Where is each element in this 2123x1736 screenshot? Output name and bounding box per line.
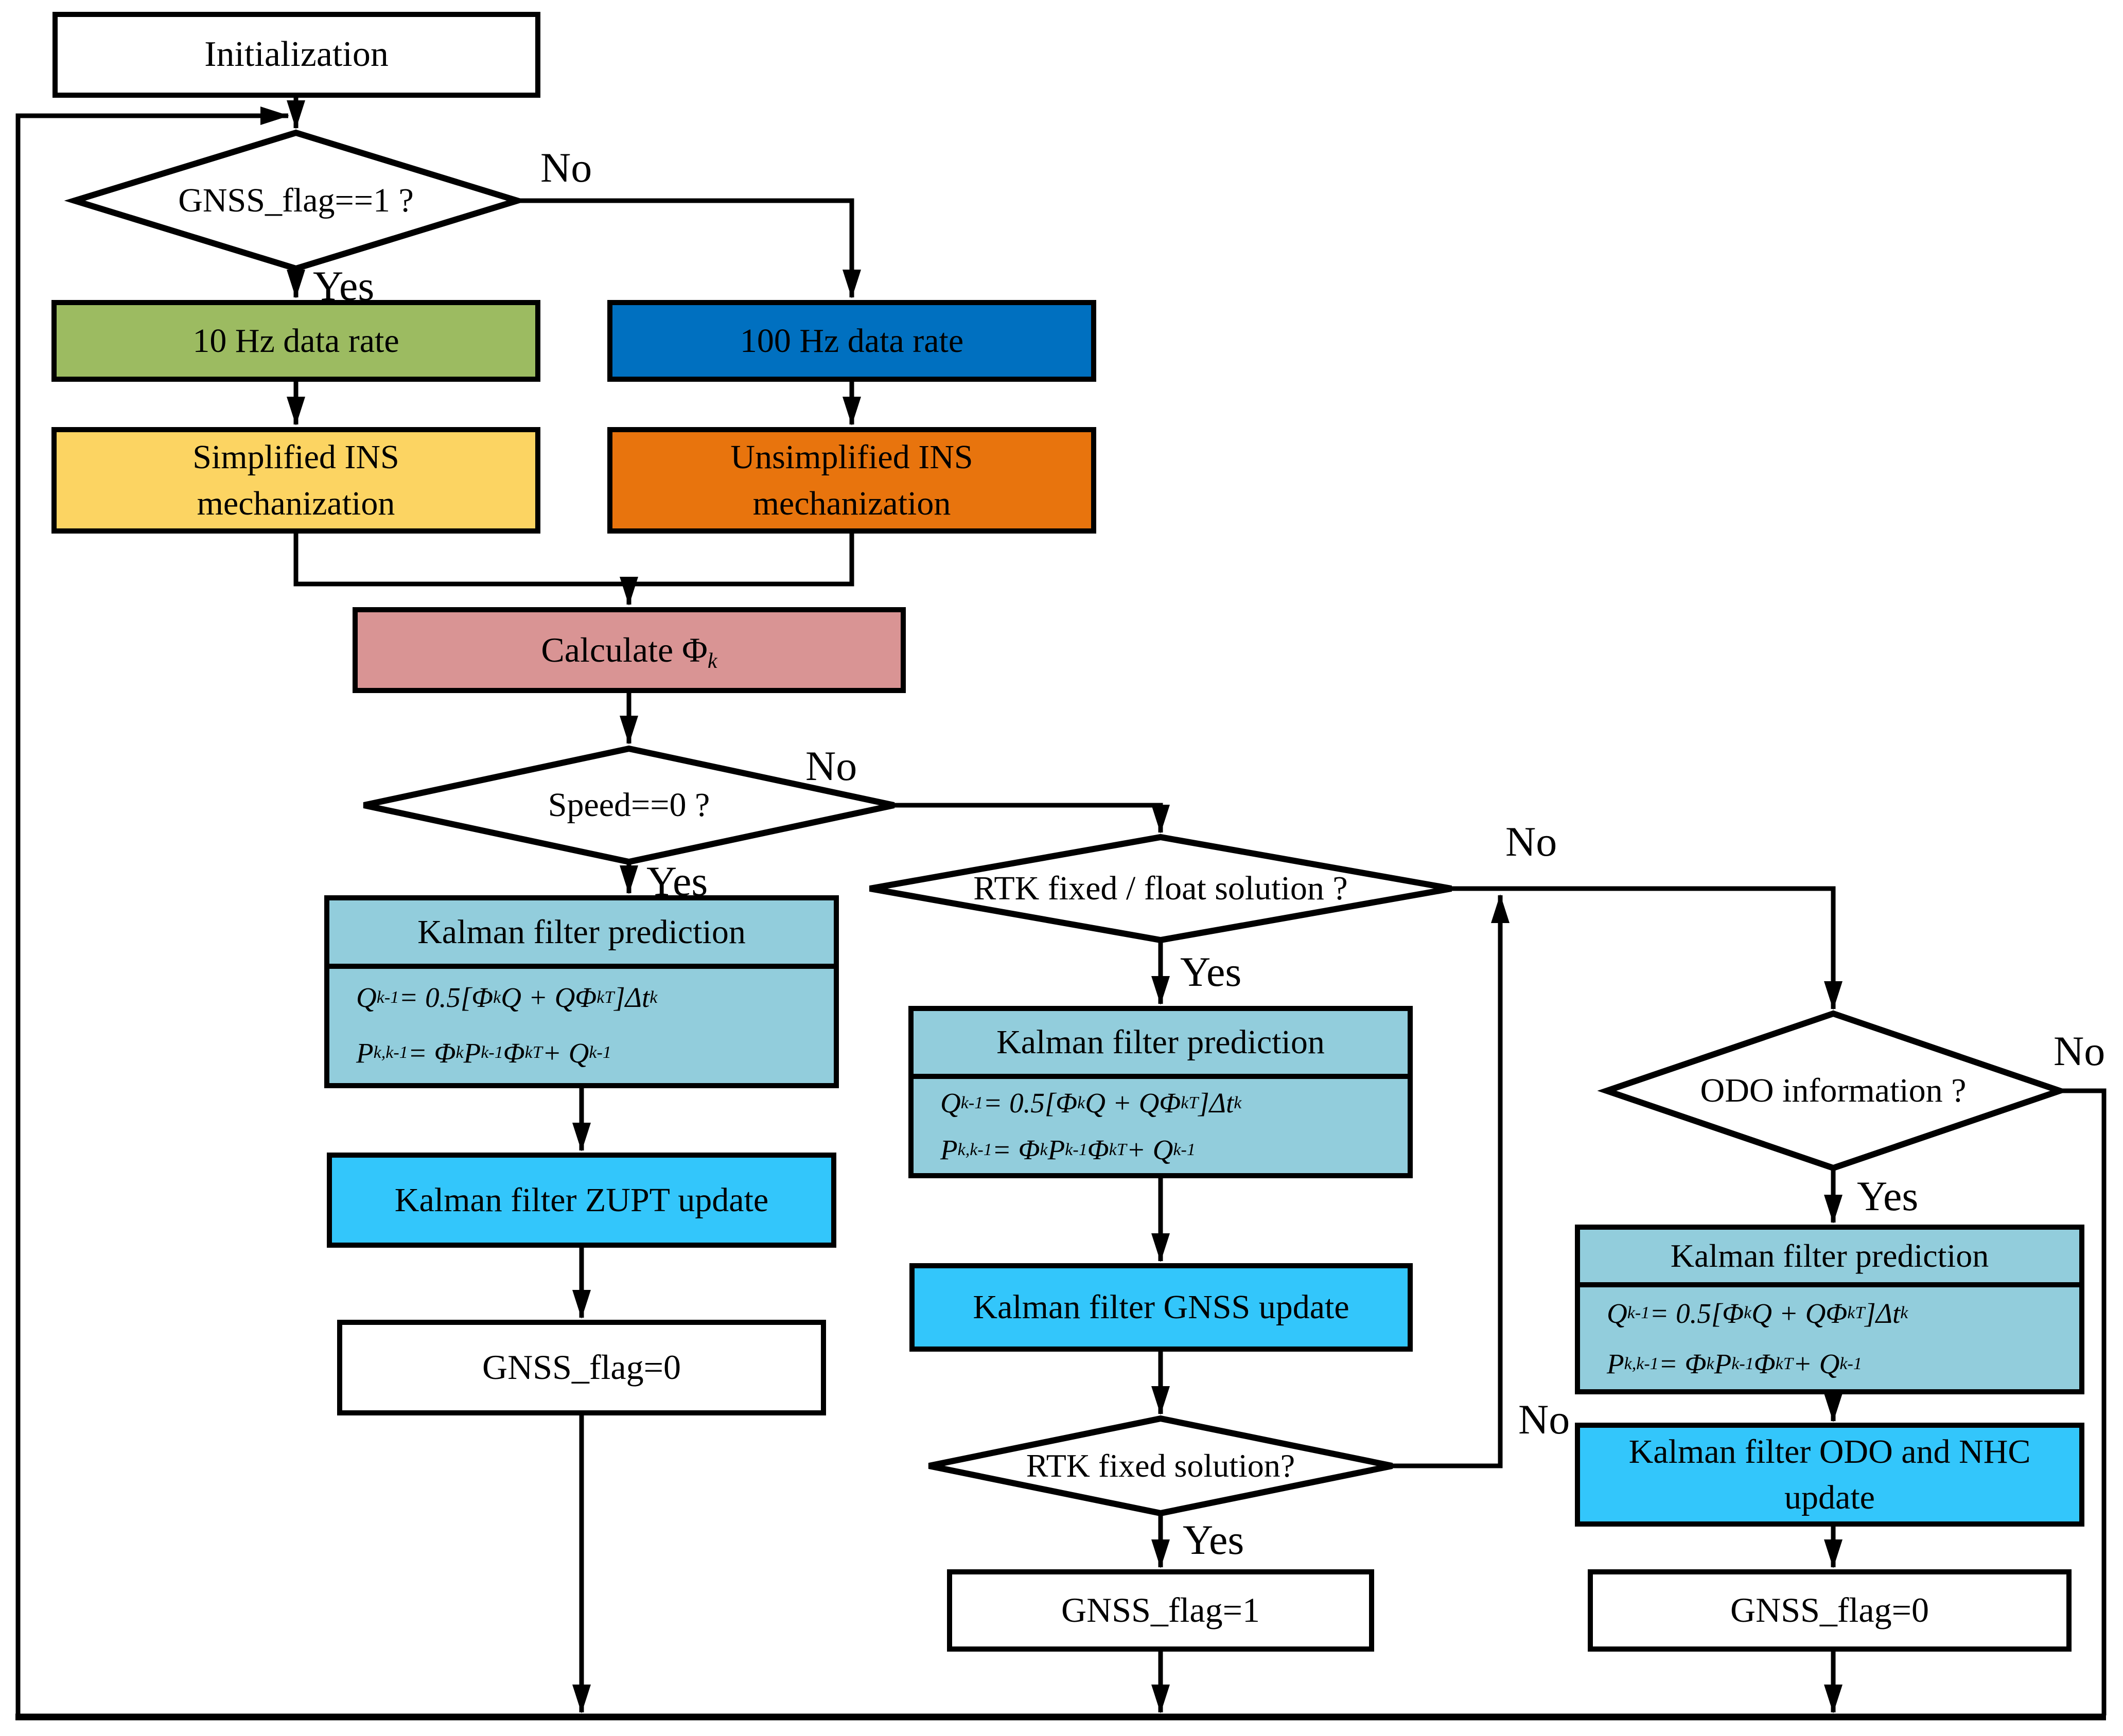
simplified-ins-line2: mechanization	[197, 484, 395, 522]
calculate-phi-text: Calculate Φ	[541, 630, 708, 669]
node-kf-prediction-middle-shape	[908, 1006, 1413, 1178]
node-100hz-shape	[607, 300, 1096, 382]
node-gnss-flag1-shape	[947, 1569, 1374, 1652]
kf-prediction-left-title: Kalman filter prediction	[417, 913, 746, 951]
node-kf-zupt-shape	[327, 1153, 836, 1248]
decision-rtk-float-label: RTK fixed / float solution ?	[973, 870, 1348, 908]
decision-speed-label: Speed==0 ?	[548, 786, 710, 824]
node-kf-gnss-update-label: Kalman filter GNSS update	[973, 1288, 1349, 1326]
decision-odo-shape	[1597, 1010, 2069, 1172]
edge-rtk-fixed-no	[1392, 894, 1510, 1468]
simplified-ins-line1: Simplified INS	[192, 438, 399, 476]
kf-prediction-middle-title: Kalman filter prediction	[996, 1023, 1325, 1061]
decision-speed-shape	[363, 745, 895, 865]
node-gnss-flag0-right-label: GNSS_flag=0	[1730, 1590, 1929, 1630]
node-100hz-label: 100 Hz data rate	[740, 322, 964, 360]
node-10hz-shape	[51, 300, 540, 382]
node-kf-zupt-label: Kalman filter ZUPT update	[394, 1181, 769, 1219]
edge-label-yes-odo: Yes	[1857, 1173, 1919, 1219]
edge-label-yes-rtk-float: Yes	[1180, 948, 1242, 995]
edge-label-no-speed: No	[805, 742, 857, 789]
edge-label-no-rtk-float: No	[1505, 818, 1557, 865]
node-kf-odo-nhc-shape	[1575, 1423, 2084, 1527]
node-kf-prediction-right-shape	[1575, 1225, 2084, 1394]
edge-label-no-gnss: No	[540, 144, 592, 191]
node-unsimplified-ins-label: Unsimplified INS mechanization	[610, 430, 1094, 531]
kf-odo-nhc-line2: update	[1784, 1479, 1875, 1516]
edge-label-no-rtk-fixed: No	[1518, 1396, 1570, 1443]
edge-gnss-no	[517, 198, 861, 298]
node-shapes	[51, 12, 2084, 1652]
edges	[15, 95, 2107, 1721]
decision-gnss-flag-shape	[64, 129, 528, 272]
decision-odo-label: ODO information ?	[1700, 1072, 1967, 1110]
edge-mechanization-join	[293, 531, 854, 587]
node-10hz-label: 10 Hz data rate	[192, 322, 399, 360]
edge-feedback-left-rail	[15, 107, 289, 1714]
node-gnss-flag1-label: GNSS_flag=1	[1061, 1590, 1260, 1630]
node-kf-odo-nhc-label: Kalman filter ODO and NHC update	[1577, 1425, 2082, 1524]
node-initialization-shape	[52, 12, 540, 98]
kf-prediction-right-title: Kalman filter prediction	[1670, 1237, 1989, 1274]
node-gnss-flag0-left-shape	[337, 1320, 826, 1415]
edge-rtk-float-no	[1451, 886, 1843, 1010]
node-simplified-ins-label: Simplified INS mechanization	[54, 430, 538, 531]
kf-odo-nhc-line1: Kalman filter ODO and NHC	[1628, 1432, 2031, 1471]
node-initialization-label: Initialization	[204, 34, 389, 75]
edge-label-yes-rtk-fixed: Yes	[1183, 1516, 1244, 1563]
decision-rtk-float-shape	[869, 834, 1452, 944]
node-kf-gnss-update-shape	[909, 1263, 1413, 1352]
calculate-phi-subscript: k	[707, 649, 717, 674]
node-gnss-flag0-left-label: GNSS_flag=0	[482, 1348, 681, 1387]
edge-odo-no-right-rail	[2060, 1088, 2107, 1715]
decision-gnss-flag-label: GNSS_flag==1 ?	[178, 182, 414, 220]
decision-rtk-fixed-label: RTK fixed solution?	[1026, 1447, 1295, 1484]
edge-label-yes-gnss: Yes	[313, 262, 375, 309]
node-calculate-phi-shape	[353, 607, 906, 693]
unsimplified-ins-line2: mechanization	[752, 484, 951, 522]
node-kf-prediction-left-shape	[324, 895, 839, 1088]
edge-label-yes-speed: Yes	[646, 858, 708, 905]
decision-rtk-fixed-shape	[928, 1415, 1393, 1517]
edge-speed-no	[894, 803, 1170, 834]
node-gnss-flag0-right-shape	[1588, 1569, 2072, 1652]
node-simplified-ins-shape	[51, 427, 540, 534]
edge-label-no-odo: No	[2054, 1028, 2106, 1074]
unsimplified-ins-line1: Unsimplified INS	[730, 438, 973, 476]
node-unsimplified-ins-shape	[607, 427, 1096, 534]
